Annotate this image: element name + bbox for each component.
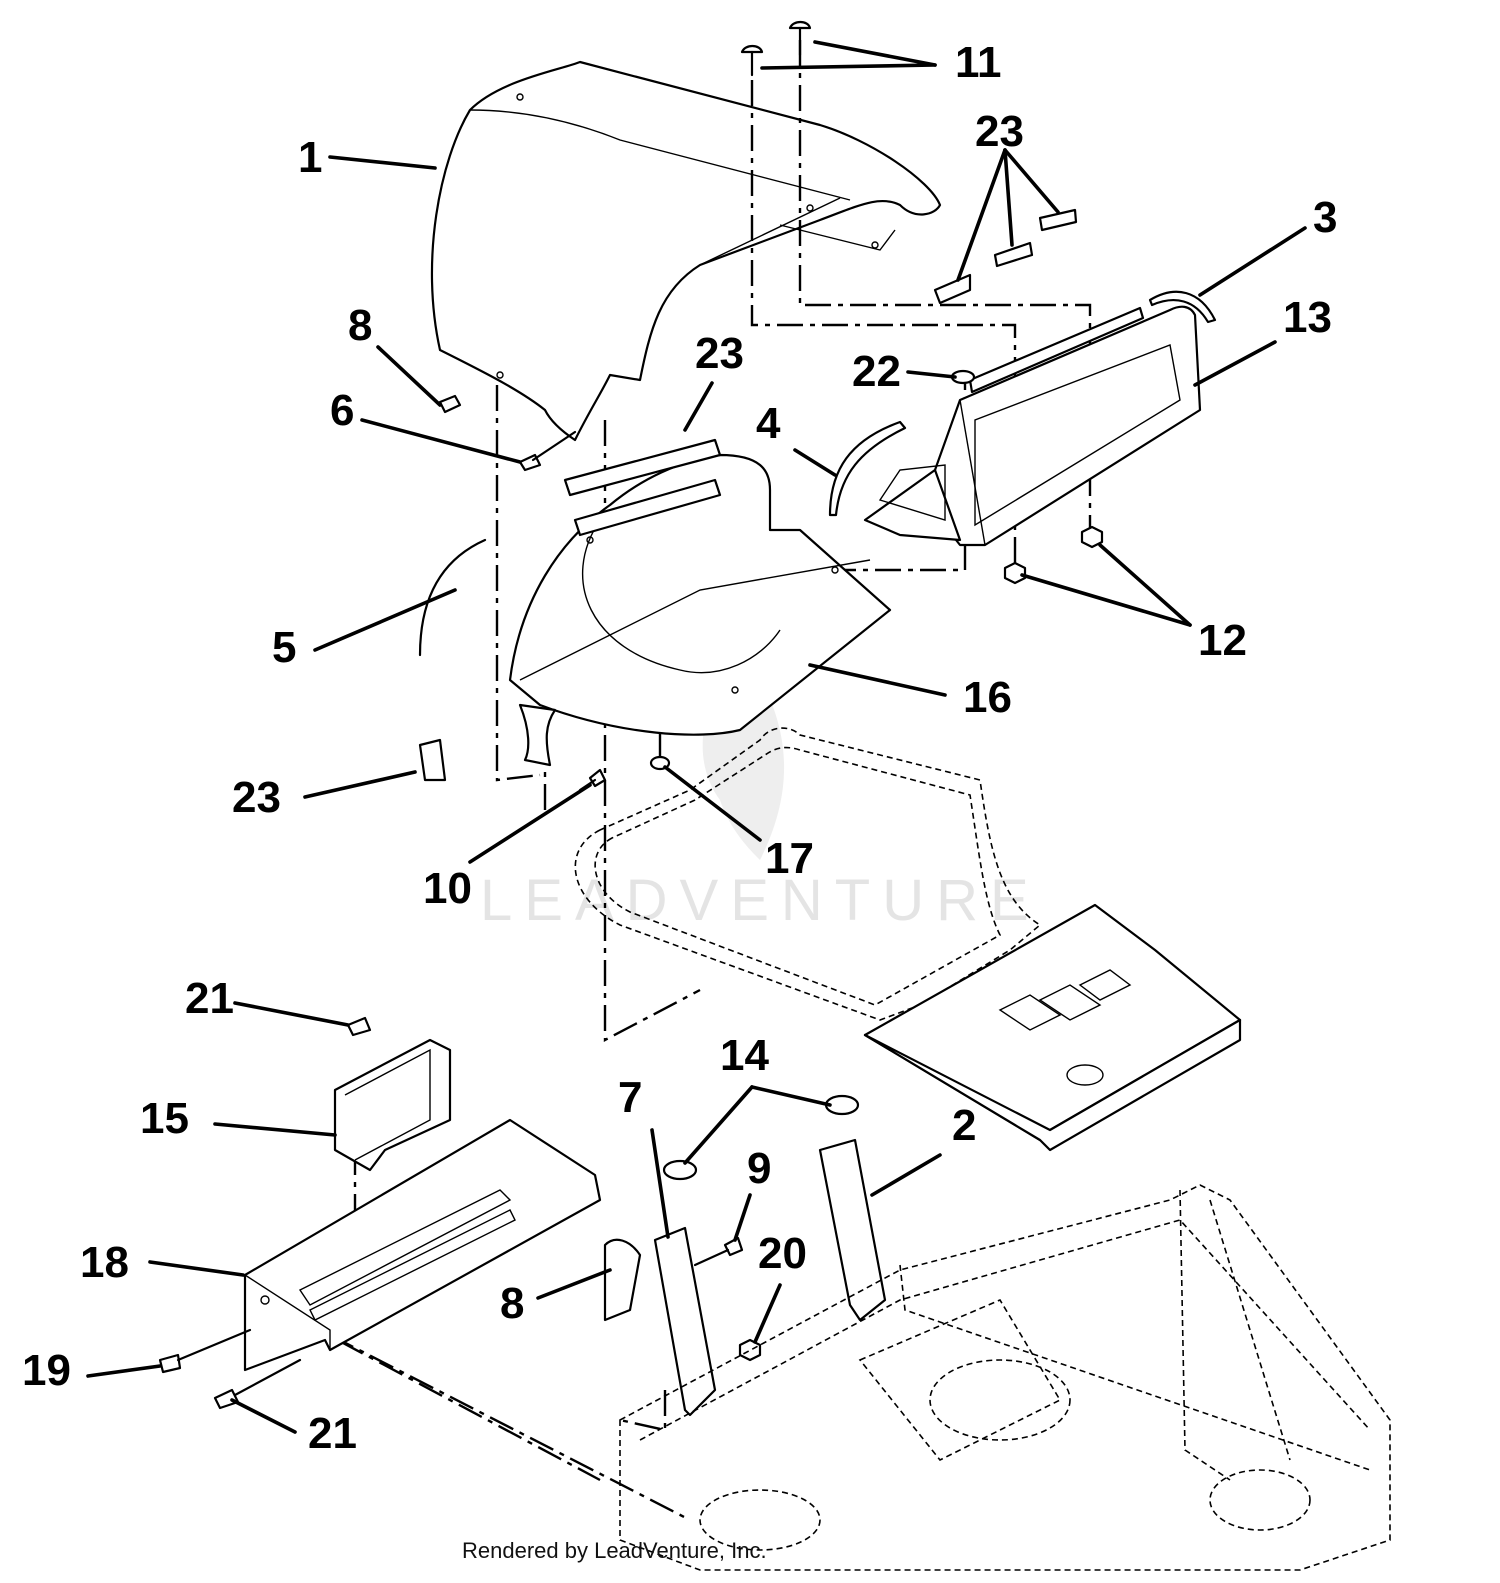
callout-19: 19	[22, 1346, 71, 1395]
part-19-bolt	[158, 1353, 182, 1374]
callout-21-top: 21	[185, 974, 234, 1023]
seat-supports	[603, 1094, 887, 1417]
part-2-support-right	[818, 1138, 887, 1322]
part-15-bracket	[333, 1016, 452, 1172]
callout-12: 12	[1198, 616, 1247, 665]
part-21-screw-bottom	[213, 1388, 240, 1410]
callout-9: 9	[747, 1144, 771, 1193]
part-8-latch	[603, 1238, 642, 1322]
render-credit: Rendered by LeadVenture, Inc.	[462, 1538, 767, 1563]
seat-mount-plate	[863, 903, 1242, 1152]
callout-10: 10	[423, 864, 472, 913]
part-8-clip-top	[438, 394, 462, 414]
callout-3: 3	[1313, 193, 1337, 242]
part-20-nut	[738, 1338, 762, 1362]
callout-8-top: 8	[348, 301, 372, 350]
callout-21-bottom: 21	[308, 1409, 357, 1458]
part-23-decals	[418, 208, 1078, 782]
callout-16: 16	[963, 673, 1012, 722]
part-11-bolts	[740, 20, 812, 77]
callout-23-mid: 23	[695, 329, 744, 378]
part-12-nuts	[1003, 525, 1104, 585]
callout-17: 17	[765, 834, 814, 883]
part-7-support-left	[653, 1226, 717, 1417]
callout-13: 13	[1283, 293, 1332, 342]
callout-2: 2	[952, 1101, 976, 1150]
seat-frame-reference	[574, 727, 1042, 1021]
callout-23-left: 23	[232, 773, 281, 822]
callout-6: 6	[330, 386, 354, 435]
callout-14: 14	[720, 1031, 769, 1080]
part-18-rear-plate	[158, 1118, 602, 1410]
part-10-screw	[588, 768, 607, 788]
callout-5: 5	[272, 623, 296, 672]
callout-7: 7	[618, 1073, 642, 1122]
callout-18: 18	[80, 1238, 129, 1287]
callout-11: 11	[955, 38, 1002, 87]
callout-22: 22	[852, 347, 901, 396]
callout-1: 1	[298, 133, 322, 182]
part-3-arc-clip	[1148, 290, 1217, 324]
part-5-trim-strip	[418, 538, 487, 657]
part-1-seat-cover	[430, 60, 942, 442]
watermark-text: LEADVENTURE	[480, 868, 1041, 933]
callout-15: 15	[140, 1094, 189, 1143]
callout-23-top: 23	[975, 107, 1024, 156]
part-21-screw-top	[346, 1016, 372, 1037]
part-13-fender-panel	[863, 305, 1202, 547]
callout-8-bottom: 8	[500, 1279, 524, 1328]
callout-20: 20	[758, 1229, 807, 1278]
callouts: 1 11 23 3 13 22 23 4 8 6 5 12 16 23 10 1…	[22, 38, 1337, 1458]
part-14-cap-left	[662, 1159, 698, 1181]
part-4-curved-bracket	[828, 420, 907, 517]
tractor-frame-reference	[619, 1184, 1391, 1571]
leader-lines	[86, 40, 1307, 1434]
callout-4: 4	[756, 399, 781, 448]
